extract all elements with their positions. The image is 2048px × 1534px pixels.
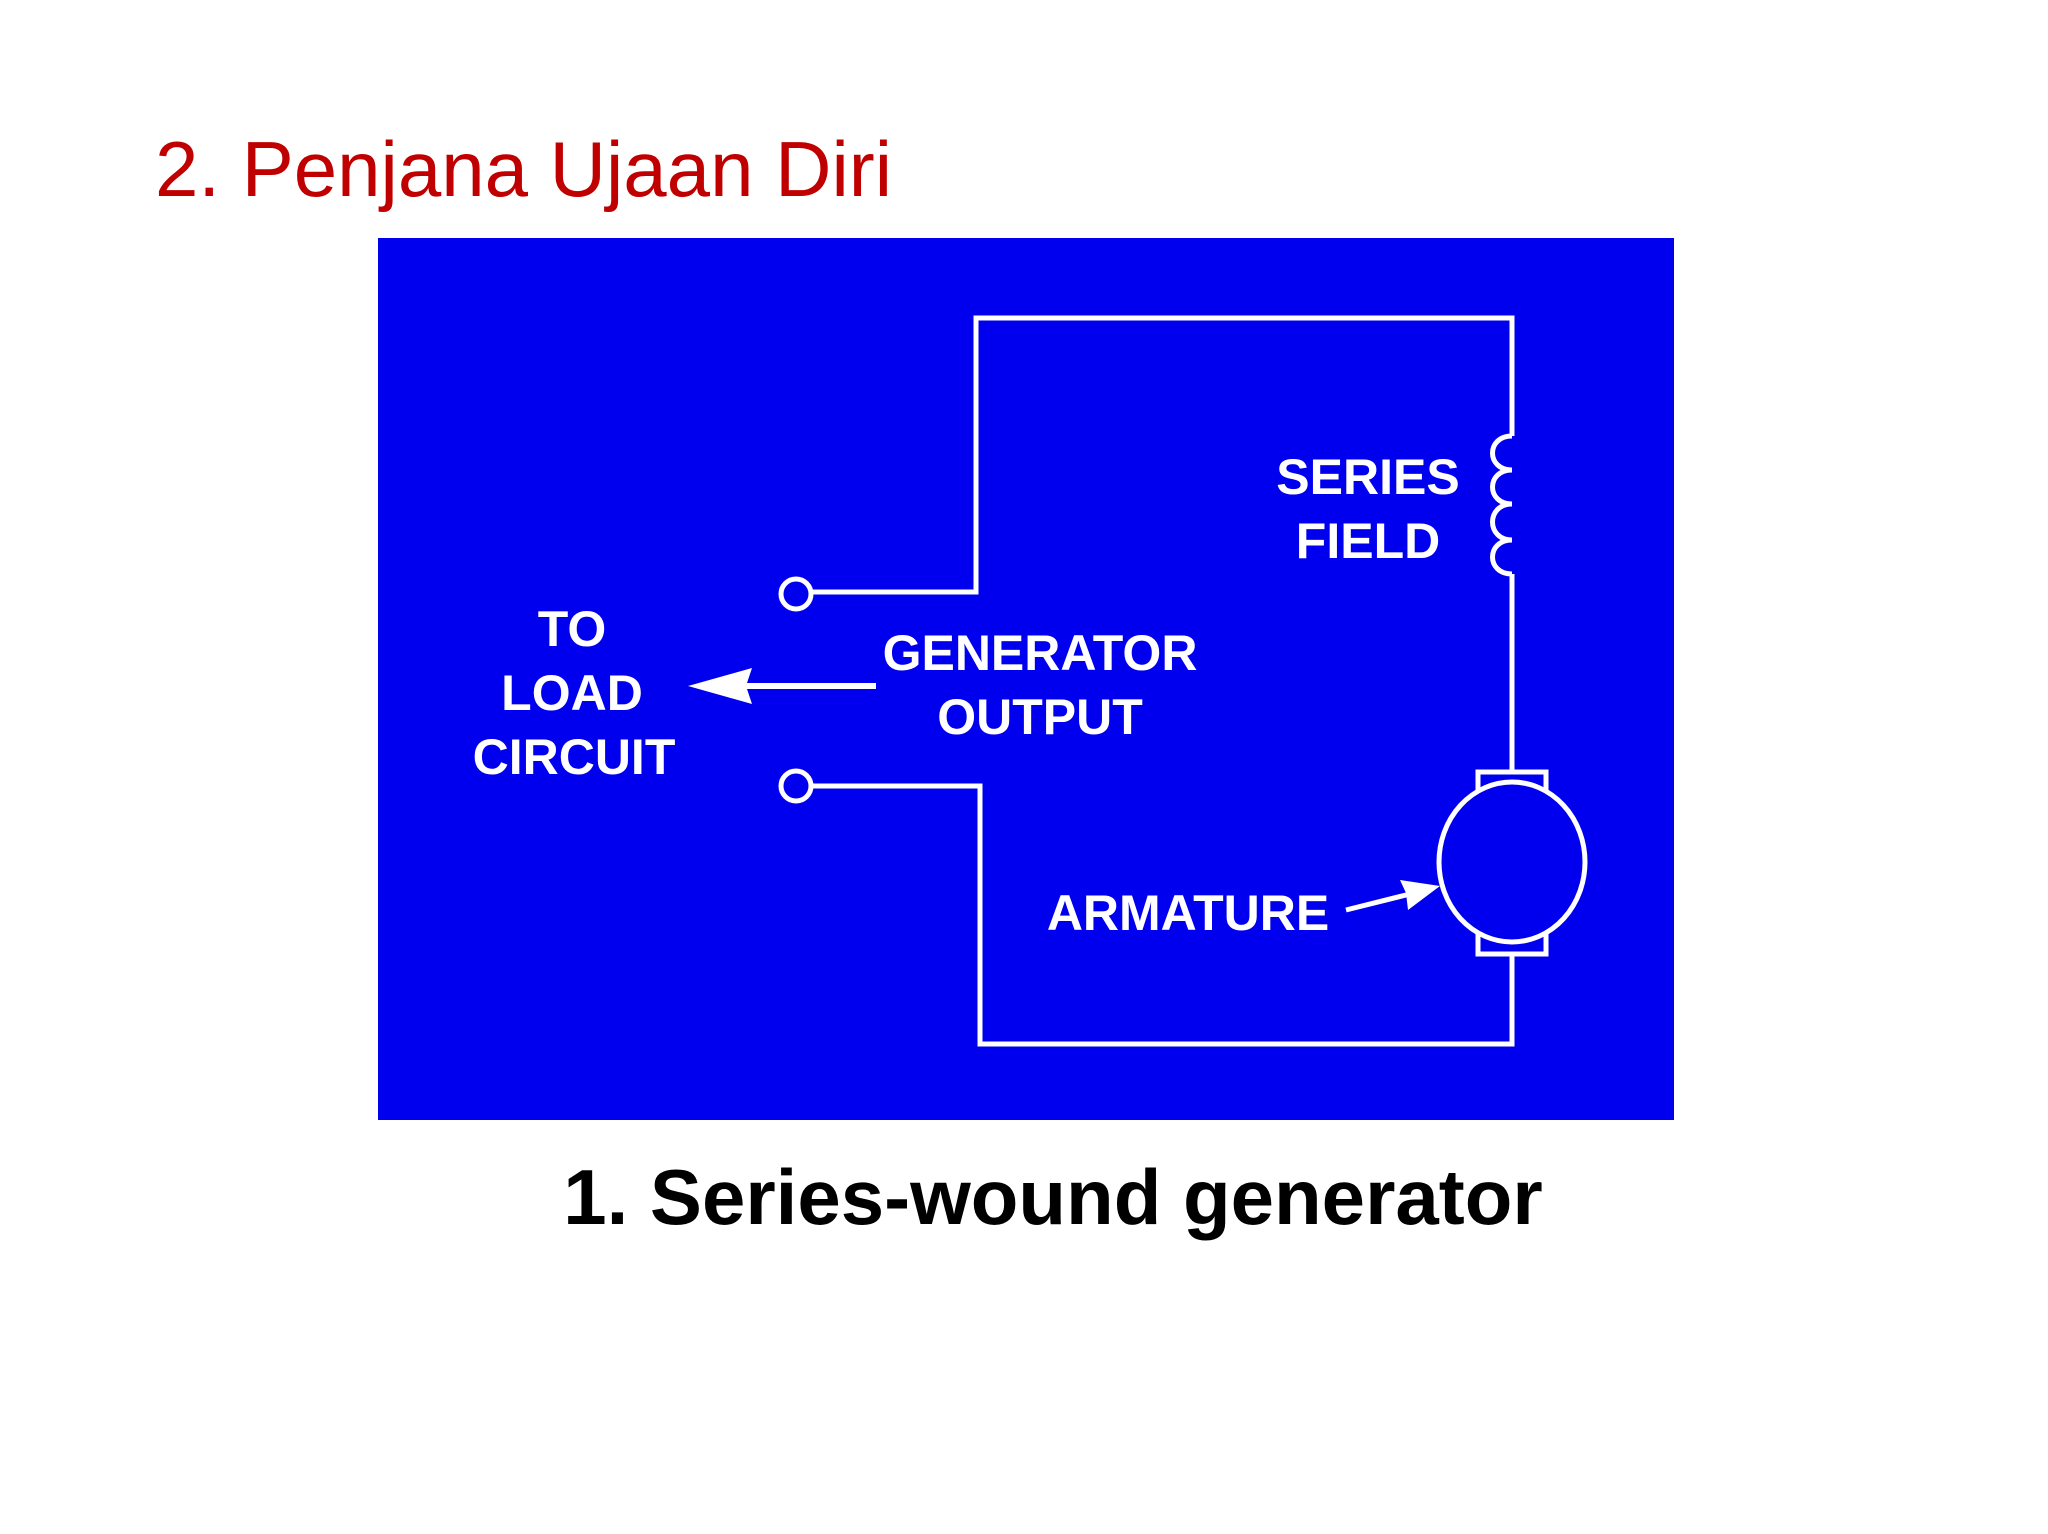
upper-wire: [809, 315, 1515, 595]
armature-label: ARMATURE: [1047, 885, 1329, 941]
output-terminal-top: [778, 576, 814, 612]
series-field-label-line1: SERIES: [1276, 449, 1459, 505]
generator-output-label-line2: OUTPUT: [937, 689, 1143, 745]
load-circuit-label-line2: LOAD: [501, 665, 643, 721]
circuit-wires: [809, 315, 1515, 1047]
load-arrow-icon: [688, 668, 876, 704]
series-field-label-line2: FIELD: [1296, 513, 1440, 569]
generator-output-label-line1: GENERATOR: [883, 625, 1198, 681]
armature-pointer-icon: [1345, 880, 1440, 913]
lower-wire: [809, 783, 1515, 1047]
slide-title: 2. Penjana Ujaan Diri: [155, 125, 893, 213]
diagram-caption: 1. Series-wound generator: [563, 1153, 1543, 1241]
output-terminal-bottom: [778, 768, 814, 804]
diagram-background: [378, 238, 1674, 1120]
armature-circle: [1436, 779, 1588, 945]
load-circuit-label-line1: TO: [538, 601, 607, 657]
load-circuit-label-line3: CIRCUIT: [473, 729, 676, 785]
series-field-coil: [1490, 433, 1513, 577]
armature-symbol: [1436, 769, 1588, 957]
